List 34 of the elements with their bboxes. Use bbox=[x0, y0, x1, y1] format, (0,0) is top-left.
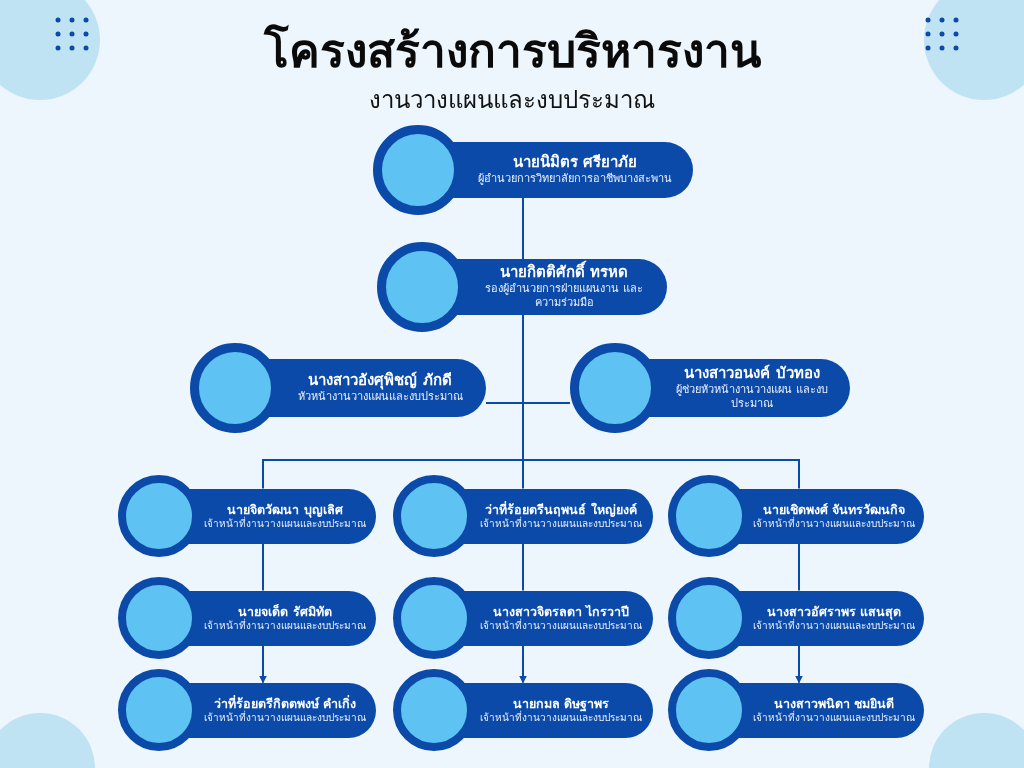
connector-line bbox=[522, 197, 524, 260]
person-name: ว่าที่ร้อยตรีกิตตพงษ์ คำเกิ่ง bbox=[213, 695, 357, 711]
connector-line bbox=[522, 542, 524, 592]
job-title: เจ้าหน้าที่งานวางแผนและงบประมาณ bbox=[204, 517, 366, 531]
job-title: เจ้าหน้าที่งานวางแผนและงบประมาณ bbox=[753, 711, 915, 725]
person-name: นายจเด็ด รัศมิทัต bbox=[238, 603, 332, 619]
person-name: นายจิตวัฒนา บุญเลิศ bbox=[227, 501, 343, 518]
person-name: นางสาวพนิดา ชมยินดี bbox=[773, 695, 895, 711]
job-title: เจ้าหน้าที่งานวางแผนและงบประมาณ bbox=[204, 619, 366, 633]
job-title: ผู้ช่วยหัวหน้างานวางแผน และงบประมาณ bbox=[675, 383, 829, 412]
person-name: นางสาวอนงค์ บัวทอง bbox=[684, 364, 820, 384]
subtitle: งานวางแผนและงบประมาณ bbox=[368, 85, 656, 116]
person-name: ว่าที่ร้อยตรีนฤพนธ์ ใหญ่ยงค์ bbox=[485, 501, 637, 517]
person-name: นางสาวจิตรลดา ไกรวาปี bbox=[492, 603, 630, 619]
job-title: เจ้าหน้าที่งานวางแผนและงบประมาณ bbox=[204, 711, 366, 725]
job-title: เจ้าหน้าที่งานวางแผนและงบประมาณ bbox=[480, 619, 642, 633]
person-name: นายเชิดพงศ์ จันทรวัฒนกิจ bbox=[762, 501, 906, 517]
connector-line bbox=[259, 644, 267, 684]
job-title: เจ้าหน้าที่งานวางแผนและงบประมาณ bbox=[480, 517, 642, 531]
connector-line bbox=[262, 542, 264, 592]
person-name: นายนิมิตร ศรียาภัย bbox=[512, 153, 638, 172]
title: โครงสร้างการบริหารงาน bbox=[262, 23, 762, 80]
job-title: เจ้าหน้าที่งานวางแผนและงบประมาณ bbox=[480, 711, 642, 725]
connector-line bbox=[798, 542, 800, 592]
person-name: นายกมล ดิษฐาพร bbox=[512, 695, 610, 712]
job-title: หัวหน้างานวางแผนและงบประมาณ bbox=[297, 390, 463, 405]
job-title: เจ้าหน้าที่งานวางแผนและงบประมาณ bbox=[753, 517, 915, 531]
person-name: นางสาวอังศุพิชญ์ ภักดี bbox=[308, 371, 452, 390]
connector-line bbox=[519, 644, 527, 684]
person-name: นางสาวอัศราพร แสนสุด bbox=[766, 603, 902, 620]
job-title: เจ้าหน้าที่งานวางแผนและงบประมาณ bbox=[753, 619, 915, 633]
job-title: รองผู้อำนวยการฝ่ายแผนงาน และความร่วมมือ bbox=[484, 282, 644, 311]
job-title: ผู้อำนวยการวิทยาลัยการอาชีพบางสะพาน bbox=[478, 172, 672, 187]
connector-line bbox=[795, 644, 803, 684]
